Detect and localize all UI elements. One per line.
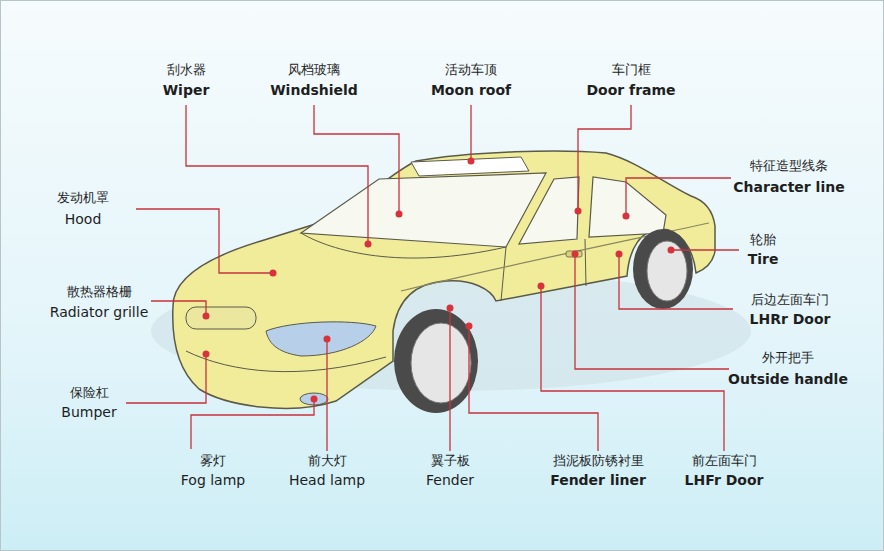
part-label: 风档玻璃 — [288, 63, 340, 78]
part-label: 前左面车门 — [692, 454, 757, 469]
part-label: Windshield — [270, 82, 358, 98]
head-lamp — [266, 322, 376, 356]
part-label: 特征造型线条 — [750, 159, 828, 174]
part-label: 轮胎 — [750, 233, 776, 248]
part-label: Head lamp — [289, 472, 365, 488]
part-label: 刮水器 — [167, 63, 206, 78]
part-label: Moon roof — [431, 82, 511, 98]
callout-dots — [203, 158, 675, 403]
part-label: 散热器格栅 — [67, 285, 132, 300]
part-label: 前大灯 — [308, 454, 347, 469]
part-label: Bumper — [61, 404, 116, 420]
front-rim — [411, 323, 471, 403]
leader-lines — [126, 105, 739, 451]
part-label: LHFr Door — [685, 472, 764, 488]
part-label: Outside handle — [728, 371, 848, 387]
part-label: Character line — [733, 179, 844, 195]
part-label: 保险杠 — [70, 386, 109, 401]
front-tire — [394, 309, 478, 413]
bumper-line — [186, 351, 386, 372]
part-label: 翼子板 — [431, 454, 470, 469]
door-handle — [566, 251, 582, 257]
part-label: 后边左面车门 — [751, 293, 829, 308]
part-label: Wiper — [163, 82, 210, 98]
part-label: Fog lamp — [181, 472, 245, 488]
part-label: 活动车顶 — [445, 63, 497, 78]
rear-tire — [633, 229, 693, 309]
part-label: Fender liner — [550, 472, 646, 488]
part-label: Fender — [426, 472, 474, 488]
part-label: Door frame — [586, 82, 675, 98]
moon-roof — [411, 157, 529, 176]
radiator-grille — [186, 307, 256, 329]
part-label: Tire — [748, 251, 779, 267]
part-label: LHRr Door — [750, 311, 831, 327]
part-label: 挡泥板防锈衬里 — [553, 454, 644, 469]
rear-window — [589, 177, 666, 237]
part-label: 车门框 — [612, 63, 651, 78]
hood-line — [301, 233, 506, 258]
windshield — [301, 173, 546, 247]
car-body — [173, 151, 715, 408]
part-label: Radiator grille — [50, 304, 149, 320]
part-label: Hood — [65, 211, 102, 227]
part-label: 雾灯 — [200, 454, 226, 469]
front-window — [519, 177, 579, 244]
part-label: 外开把手 — [762, 351, 814, 366]
part-label: 发动机罩 — [57, 191, 109, 206]
